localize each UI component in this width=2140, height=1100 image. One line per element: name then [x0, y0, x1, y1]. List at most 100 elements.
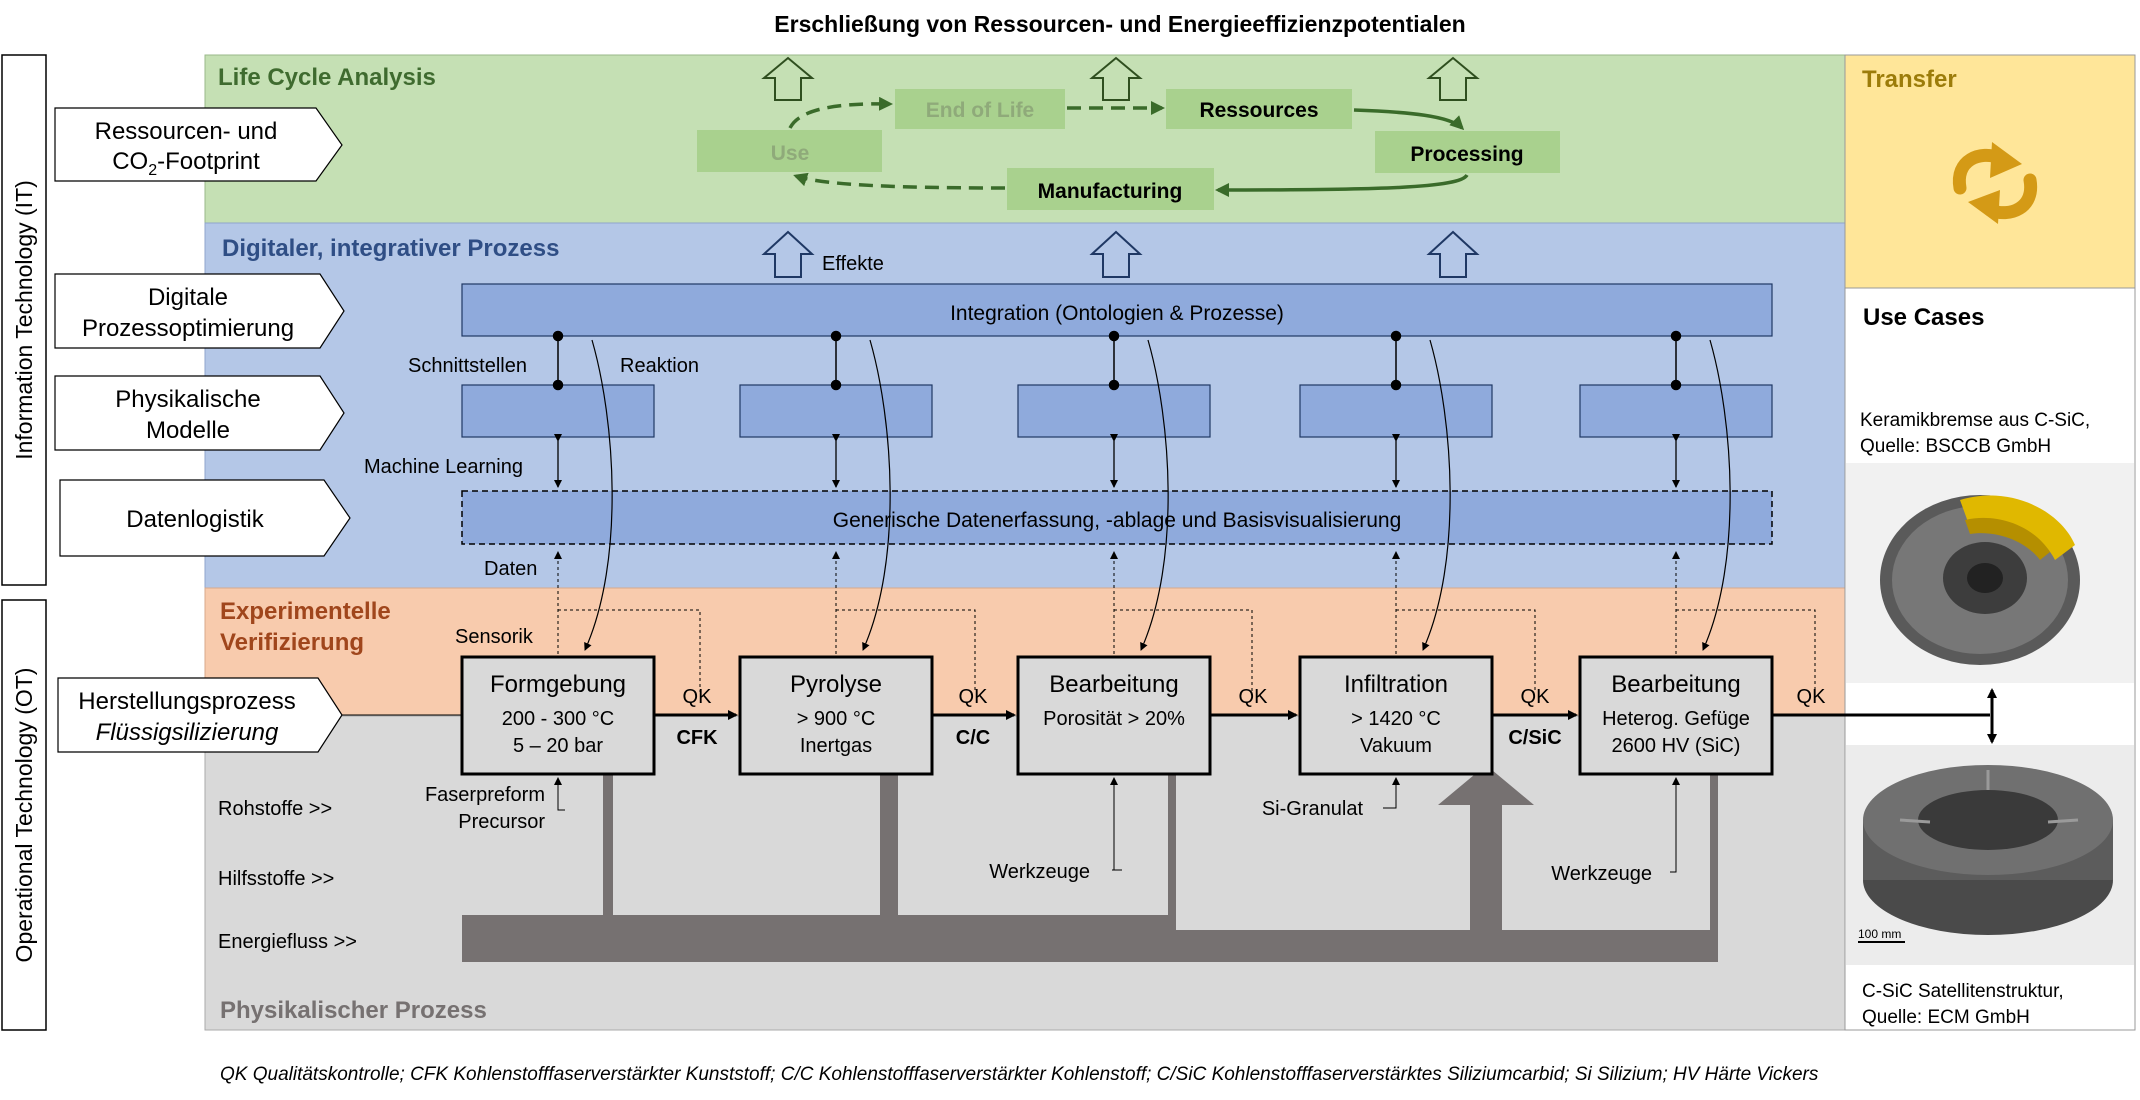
lca-title: Life Cycle Analysis [218, 64, 436, 91]
process-l1-2: > 900 °C [797, 708, 876, 730]
usecase-title: Use Cases [1863, 304, 1984, 331]
process-name-5: Bearbeitung [1611, 671, 1740, 698]
it-side-box [1, 54, 47, 586]
daten-label: Daten [484, 558, 537, 580]
model-box-4 [1299, 384, 1493, 438]
datalayer-bar [461, 490, 1773, 545]
process-l2-5: 2600 HV (SiC) [1612, 735, 1741, 757]
process-name-2: Pyrolyse [790, 671, 882, 698]
model-box-3 [1017, 384, 1211, 438]
ot-side-label: Operational Technology (OT) [11, 668, 37, 963]
model-box-2 [739, 384, 933, 438]
footprint-label-shape [54, 107, 343, 182]
effekte-up-arrow-3 [1426, 230, 1480, 278]
transfer-title: Transfer [1862, 66, 1957, 93]
flow-energie: Energiefluss >> [218, 931, 357, 953]
input-werkzeuge-2: Werkzeuge [1551, 863, 1652, 885]
process-arrows [654, 688, 1997, 744]
hp-label-1: Herstellungsprozess [78, 688, 295, 715]
material-cc: C/C [956, 727, 990, 749]
material-cfk: CFK [676, 727, 718, 749]
lca-up-arrow-2 [1089, 56, 1143, 101]
hp-label-shape [57, 677, 343, 753]
ot-side-box [1, 599, 47, 1031]
lca-use-label: Use [771, 142, 810, 165]
lca-eol-label: End of Life [926, 99, 1035, 122]
process-l1-3: Porosität > 20% [1043, 708, 1185, 730]
reaktion-curves [584, 339, 1731, 651]
process-box-5 [1578, 655, 1774, 776]
energy-flow [462, 765, 1718, 962]
process-box-2 [738, 655, 934, 776]
lca-ressources-label: Ressources [1199, 99, 1318, 122]
transfer-icon-head-2 [1968, 190, 2000, 224]
qk-label-5: QK [1797, 686, 1827, 708]
lca-up-arrow-3 [1426, 56, 1480, 101]
qk-label-2: QK [959, 686, 989, 708]
flow-hilfsstoffe: Hilfsstoffe >> [218, 868, 334, 890]
material-csic: C/SiC [1508, 727, 1561, 749]
usecase-2-caption-2: Quelle: ECM GmbH [1862, 1007, 2030, 1028]
footprint-label-2: CO2-Footprint [112, 148, 260, 179]
lca-arrow-res-proc [1353, 108, 1465, 131]
transfer-panel [1844, 54, 2136, 289]
lca-use-box [697, 130, 882, 172]
input-precursor: Precursor [458, 811, 545, 833]
integration-bar [461, 283, 1773, 337]
dl-label-shape [59, 479, 351, 557]
exp-title-1: Experimentelle [220, 598, 391, 625]
effekte-up-arrow-2 [1089, 230, 1143, 278]
input-lines [554, 777, 1680, 873]
reaktion-label: Reaktion [620, 355, 699, 377]
lca-ressources-box [1166, 89, 1352, 129]
input-si-granulat: Si-Granulat [1262, 798, 1364, 820]
brake-image [1880, 495, 2080, 665]
pm-label-shape [54, 375, 345, 451]
process-boxes [460, 655, 1774, 776]
process-l2-2: Inertgas [800, 735, 872, 757]
exp-title-2: Verifizierung [220, 629, 364, 656]
page-title: Erschließung von Ressourcen- und Energie… [774, 11, 1465, 37]
lca-processing-box [1375, 131, 1560, 173]
lca-eol-box [895, 89, 1065, 129]
process-l2-1: 5 – 20 bar [513, 735, 603, 757]
lca-arrow-man-use [793, 172, 1006, 190]
pm-label-2: Modelle [146, 417, 230, 444]
satellite-image [1863, 765, 2113, 935]
process-name-1: Formgebung [490, 671, 626, 698]
process-name-3: Bearbeitung [1049, 671, 1178, 698]
lca-arrow-proc-man [1215, 173, 1469, 197]
dl-label: Datenlogistik [126, 506, 264, 533]
dpo-label-1: Digitale [148, 284, 228, 311]
digital-title: Digitaler, integrativer Prozess [222, 235, 559, 262]
qk-label-4: QK [1521, 686, 1551, 708]
lca-manufacturing-label: Manufacturing [1038, 180, 1183, 203]
process-l1-4: > 1420 °C [1351, 708, 1441, 730]
lca-up-arrow-1 [761, 56, 815, 101]
integration-label: Integration (Ontologien & Prozesse) [950, 302, 1284, 325]
process-l1-5: Heterog. Gefüge [1602, 708, 1750, 730]
footprint-label-1: Ressourcen- und [95, 118, 278, 145]
transfer-icon-head-1 [1990, 142, 2022, 178]
process-name-4: Infiltration [1344, 671, 1448, 698]
daten-arrows [554, 551, 1680, 660]
phys-title: Physikalischer Prozess [220, 997, 487, 1024]
sensorik-label: Sensorik [455, 626, 534, 648]
qk-label-1: QK [683, 686, 713, 708]
input-werkzeuge-1: Werkzeuge [989, 861, 1090, 883]
process-box-3 [1016, 655, 1212, 776]
flow-rohstoffe: Rohstoffe >> [218, 798, 332, 820]
schnittstellen-connectors [552, 330, 1682, 391]
effekte-label: Effekte [822, 253, 884, 275]
usecase-2-caption-1: C-SiC Satellitenstruktur, [1862, 981, 2064, 1002]
datalayer-label: Generische Datenerfassung, -ablage und B… [833, 509, 1402, 532]
schnittstellen-label: Schnittstellen [408, 355, 527, 377]
process-l1-1: 200 - 300 °C [502, 708, 615, 730]
model-box-5 [1579, 384, 1773, 438]
process-box-4 [1298, 655, 1494, 776]
process-box-1 [460, 655, 656, 776]
qk-label-3: QK [1239, 686, 1269, 708]
pm-label-1: Physikalische [115, 386, 260, 413]
model-box-1 [461, 384, 655, 438]
